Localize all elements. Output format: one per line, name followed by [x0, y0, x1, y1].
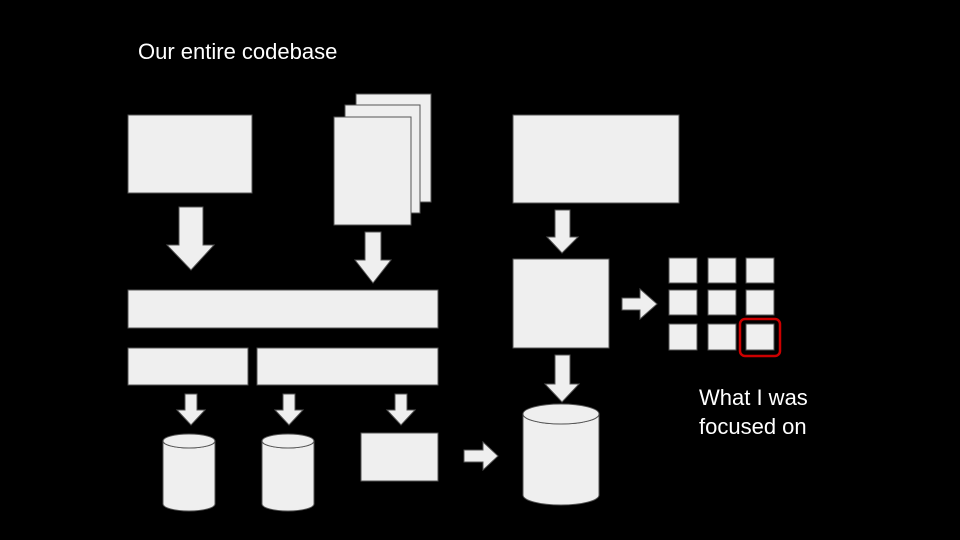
down-arrow-icon — [175, 393, 207, 426]
database-cylinder-icon — [522, 403, 600, 506]
focus-caption: What I was focused on — [699, 383, 808, 441]
sub-bar-left — [127, 347, 249, 386]
database-cylinder-icon — [162, 433, 216, 512]
right-arrow-icon — [621, 287, 658, 321]
down-arrow-icon — [385, 393, 417, 426]
service-block-top — [512, 114, 680, 204]
focus-caption-line-1: What I was — [699, 385, 808, 410]
module-grid — [668, 257, 775, 351]
down-arrow-icon — [543, 354, 581, 403]
down-arrow-icon — [353, 231, 393, 284]
slide-title: Our entire codebase — [138, 39, 338, 64]
focus-highlight — [738, 317, 782, 358]
down-arrow-icon — [545, 209, 580, 254]
down-arrow-icon — [165, 206, 216, 271]
sub-bar-right — [256, 347, 439, 386]
right-arrow-icon — [463, 440, 499, 472]
service-block-middle — [512, 258, 610, 349]
input-block — [127, 114, 253, 194]
output-box — [360, 432, 439, 482]
down-arrow-icon — [273, 393, 305, 426]
focus-caption-line-2: focused on — [699, 414, 807, 439]
wide-bar — [127, 289, 439, 329]
database-cylinder-icon — [261, 433, 315, 512]
stacked-documents — [333, 93, 432, 226]
